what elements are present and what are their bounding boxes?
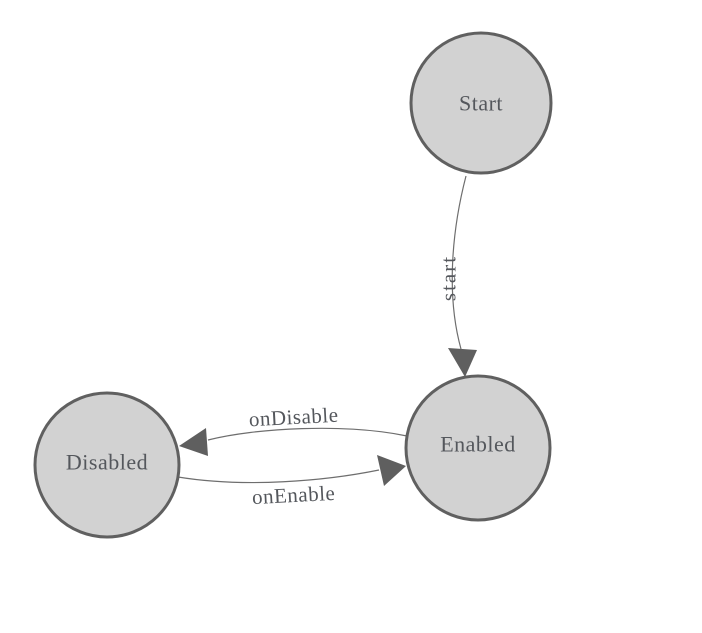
node-start-circle[interactable]: [411, 33, 551, 173]
node-enabled[interactable]: Enabled: [404, 374, 552, 522]
node-enabled-border: [404, 374, 552, 522]
node-label-start: Start: [459, 91, 503, 116]
node-disabled-circle[interactable]: [35, 393, 179, 537]
arrowhead-down-icon: [448, 348, 477, 377]
edge-label-start: start: [436, 255, 460, 301]
edge-line-ondisable[interactable]: [207, 427, 408, 441]
edge-line-start[interactable]: [451, 175, 467, 350]
edge-line-onenable[interactable]: [177, 469, 380, 484]
node-disabled-border: [33, 391, 181, 539]
node-label-disabled: Disabled: [66, 450, 148, 475]
node-start-border: [409, 31, 553, 175]
edge-start-to-enabled[interactable]: start: [436, 175, 477, 377]
edge-label-ondisable: onDisable: [248, 403, 339, 432]
arrowhead-left-icon: [179, 428, 208, 456]
edge-enabled-to-disabled[interactable]: onDisable: [179, 403, 408, 456]
edge-disabled-to-enabled[interactable]: onEnable: [177, 455, 406, 509]
node-disabled[interactable]: Disabled: [33, 391, 181, 539]
node-enabled-circle[interactable]: [406, 376, 550, 520]
edge-label-onenable: onEnable: [251, 481, 335, 509]
arrowhead-right-icon: [377, 455, 406, 486]
node-start[interactable]: Start: [409, 31, 553, 175]
node-label-enabled: Enabled: [440, 432, 516, 457]
